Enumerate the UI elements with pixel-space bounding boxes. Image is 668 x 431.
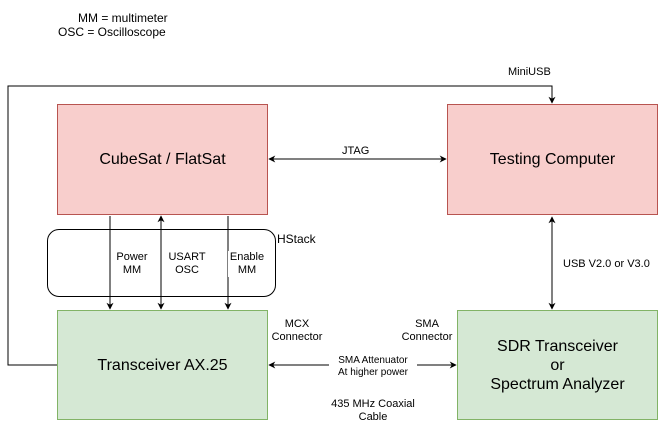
- sdr-label-line2: or: [550, 356, 565, 374]
- jtag-label: JTAG: [342, 145, 370, 157]
- enable-label: Enable MM: [228, 251, 266, 277]
- sdr-node[interactable]: SDR Transceiver or Spectrum Analyzer: [457, 310, 658, 420]
- enable-label-line1: Enable: [229, 251, 265, 263]
- usb-label: USB V2.0 or V3.0: [563, 258, 650, 271]
- sma-label-line1: SMA: [415, 318, 439, 330]
- mcx-label-line1: MCX: [284, 318, 310, 330]
- legend-multimeter: MM = multimeter: [78, 11, 168, 25]
- transceiver-node[interactable]: Transceiver AX.25: [57, 310, 268, 420]
- mcx-connector-label: MCX Connector: [268, 318, 326, 344]
- sdr-label-line3: Spectrum Analyzer: [490, 375, 625, 393]
- legend-oscilloscope: OSC = Oscilloscope: [58, 25, 166, 39]
- coax-label-line2: Cable: [358, 411, 388, 423]
- sdr-label-line1: SDR Transceiver: [497, 337, 618, 355]
- mcx-label-line2: Connector: [271, 331, 323, 343]
- power-label-line1: Power: [116, 251, 148, 263]
- attenuator-label: SMA Attenuator At higher power: [329, 355, 417, 379]
- hstack-group: [47, 229, 276, 297]
- attenuator-label-line1: SMA Attenuator: [338, 355, 408, 366]
- enable-label-line2: MM: [237, 264, 257, 276]
- sma-label-line2: Connector: [401, 331, 453, 343]
- usart-label: USART OSC: [165, 251, 209, 277]
- testing-computer-node[interactable]: Testing Computer: [447, 104, 658, 215]
- miniusb-label: MiniUSB: [508, 66, 551, 78]
- usart-label-line1: USART: [168, 251, 206, 263]
- transceiver-label: Transceiver AX.25: [97, 356, 228, 374]
- cubesat-node[interactable]: CubeSat / FlatSat: [57, 104, 268, 215]
- sma-connector-label: SMA Connector: [398, 318, 456, 344]
- testing-computer-label: Testing Computer: [489, 151, 616, 168]
- power-label-line2: MM: [122, 264, 142, 276]
- hstack-label: HStack: [277, 232, 316, 246]
- usart-label-line2: OSC: [175, 264, 199, 276]
- coax-cable-label: 435 MHz Coaxial Cable: [320, 398, 426, 424]
- cubesat-label: CubeSat / FlatSat: [99, 151, 226, 168]
- power-label: Power MM: [114, 251, 150, 277]
- miniusb-connector: [7, 85, 556, 366]
- attenuator-label-line2: At higher power: [337, 367, 409, 378]
- coax-label-line1: 435 MHz Coaxial: [331, 398, 415, 410]
